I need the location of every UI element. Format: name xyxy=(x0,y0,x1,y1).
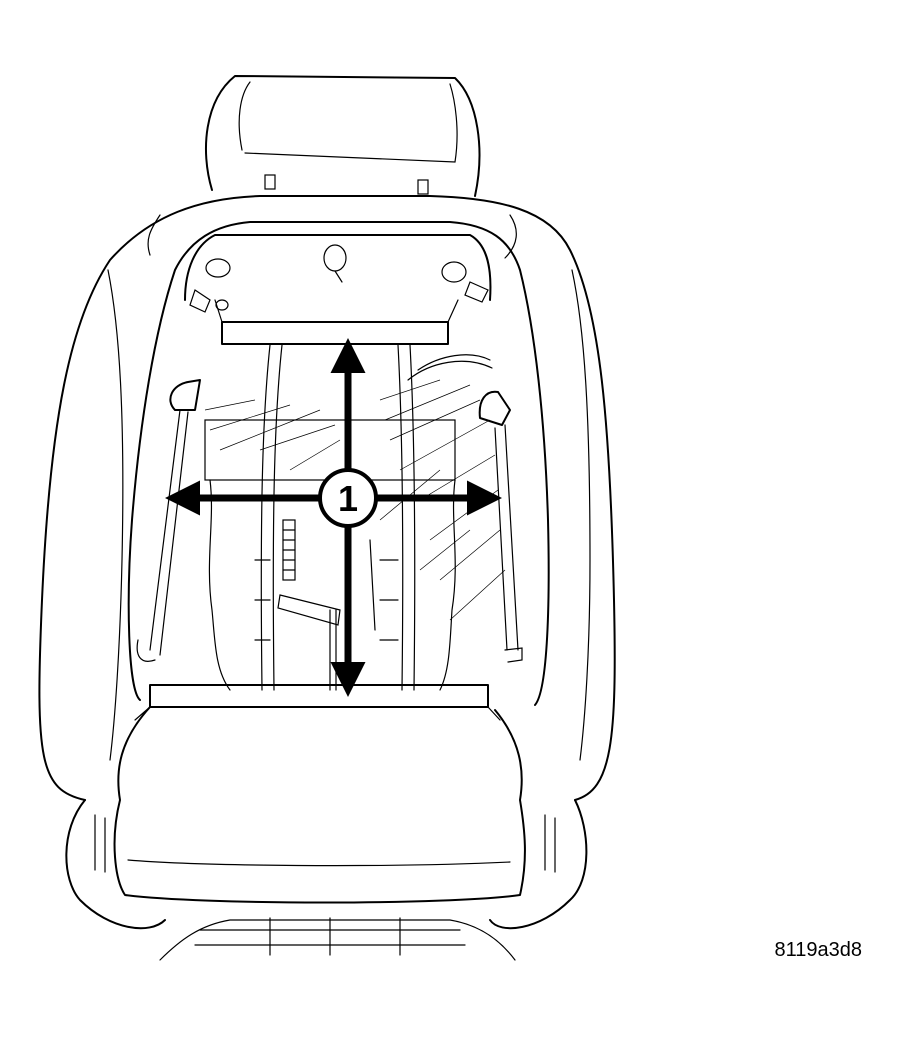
callout-label: 1 xyxy=(338,478,358,519)
callout-1: 1 xyxy=(318,468,378,528)
seat-cushion xyxy=(65,706,588,930)
seat-back-outer-frame xyxy=(38,195,616,801)
upper-panel xyxy=(184,234,492,345)
left-side-rail xyxy=(136,379,201,662)
right-side-rail xyxy=(478,390,523,663)
headrest xyxy=(204,75,481,197)
seat-track xyxy=(159,917,516,961)
panel-hatching xyxy=(204,379,506,621)
direction-arrows xyxy=(165,338,502,697)
lower-panel xyxy=(134,684,501,721)
figure-id: 8119a3d8 xyxy=(775,939,863,961)
internal-springs xyxy=(204,344,493,691)
seat-back-inner-border xyxy=(127,221,550,706)
